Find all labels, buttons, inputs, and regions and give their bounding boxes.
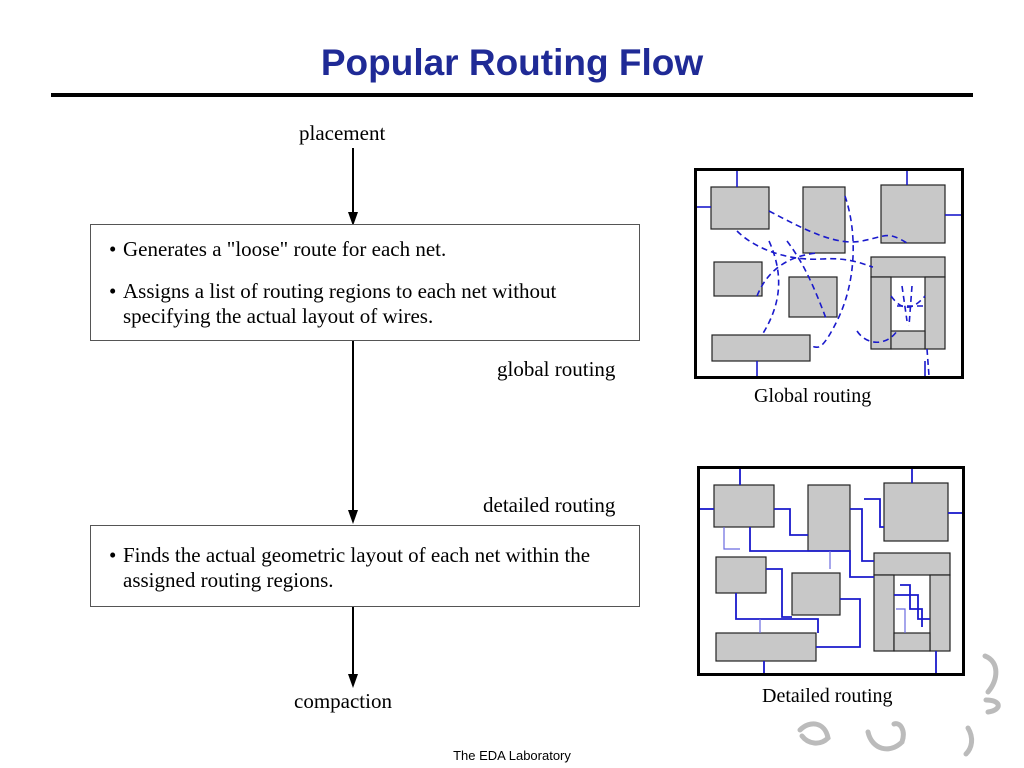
slide-title: Popular Routing Flow [320, 42, 704, 83]
arrow-placement-to-global [352, 148, 354, 214]
cell [807, 484, 851, 552]
global-routing-caption: Global routing [754, 385, 872, 407]
global-routing-figure [694, 168, 964, 379]
cell [791, 572, 841, 616]
detailed-routing-svg [700, 469, 962, 673]
cell [713, 261, 763, 297]
arrowhead-2 [348, 510, 358, 524]
global-routing-label: global routing [497, 357, 616, 381]
global-routing-svg [697, 171, 961, 376]
cell [713, 484, 775, 528]
cell [715, 632, 817, 662]
arrowhead-1 [348, 212, 358, 226]
cell [870, 276, 892, 350]
cell [883, 482, 949, 542]
footer-text: The EDA Laboratory [453, 748, 571, 763]
arrow-global-to-detailed [352, 341, 354, 511]
lab-logo-image [797, 653, 1001, 757]
cell [870, 256, 946, 278]
compaction-label: compaction [294, 689, 392, 713]
cell [890, 330, 926, 350]
cell [711, 334, 811, 362]
global-bullet-2: Assigns a list of routing regions to eac… [109, 279, 631, 329]
cell [715, 556, 767, 594]
detailed-routing-caption: Detailed routing [762, 685, 893, 707]
cell [924, 276, 946, 350]
detailed-routing-figure [697, 466, 965, 676]
cell [880, 184, 946, 244]
arrow-detailed-to-compaction [352, 607, 354, 677]
cell [929, 574, 951, 652]
global-bullet-1: Generates a "loose" route for each net. [109, 237, 631, 262]
cell [873, 574, 895, 652]
global-routing-box: Generates a "loose" route for each net. … [90, 224, 640, 341]
arrowhead-3 [348, 674, 358, 688]
placement-label: placement [299, 121, 386, 145]
detailed-routing-label: detailed routing [483, 493, 616, 517]
detailed-bullet-1: Finds the actual geometric layout of eac… [109, 543, 631, 593]
cell [710, 186, 770, 230]
detailed-routing-box: Finds the actual geometric layout of eac… [90, 525, 640, 607]
cell [788, 276, 838, 318]
cell [802, 186, 846, 254]
title-underline [51, 93, 973, 97]
cell [873, 552, 951, 576]
cell [893, 632, 931, 652]
